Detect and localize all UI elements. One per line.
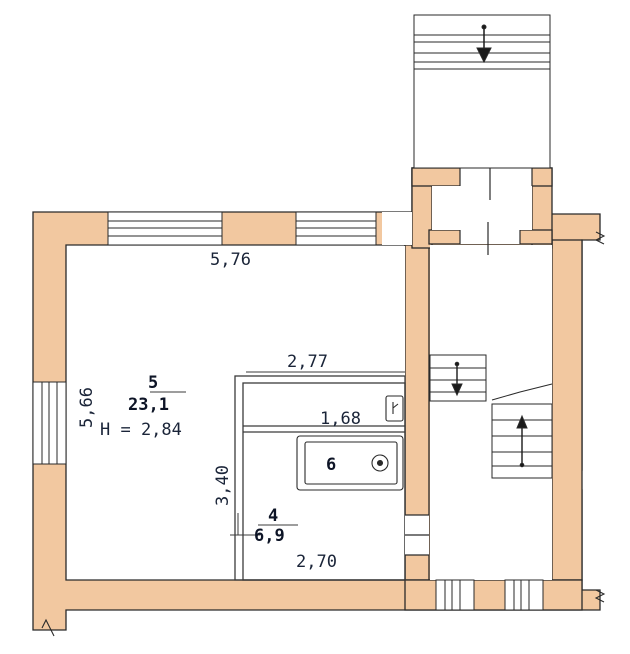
break-line-icon [594,231,606,245]
room5-number: 5 [148,373,158,393]
stair-hall-right-wall [551,239,583,581]
room4-partition [234,375,406,581]
stair-direction-arrow-icon [451,361,463,397]
doors [382,148,533,556]
windows [32,211,544,611]
window-icon [435,579,475,611]
window-icon [107,211,223,246]
door-icon [382,212,412,245]
stair-direction-arrow-icon [476,24,492,64]
room4-area: 6,9 [254,526,285,546]
door-icon [459,148,533,200]
interior-stair [429,354,553,479]
entry-stair [413,14,551,169]
room5-depth-dimension: 5,66 [77,387,97,428]
window-icon [504,579,544,611]
break-line-icon [594,589,606,603]
room6-width-dimension: 1,68 [320,409,361,429]
room4-top-dimension: 2,77 [287,352,328,372]
window-icon [32,381,67,465]
room5-height-label: H = 2,84 [100,420,182,440]
break-line-icon [41,618,55,637]
room4-number: 4 [268,506,278,526]
window-icon [295,211,377,246]
room6-number: 6 [326,455,336,475]
room5-width-dimension: 5,76 [210,250,251,270]
stair-hall-bottom-wall [404,579,583,611]
room4-bottom-dimension: 2,70 [296,552,337,572]
door-icon [459,222,521,255]
room5-area: 23,1 [128,395,169,415]
stair-direction-arrow-icon [516,414,528,468]
door-icon [405,514,429,556]
bathtub-icon [296,435,404,491]
room4-side-dimension: 3,40 [213,465,233,506]
fixtures [296,395,404,491]
sink-icon [385,395,404,422]
break-lines [41,231,606,637]
